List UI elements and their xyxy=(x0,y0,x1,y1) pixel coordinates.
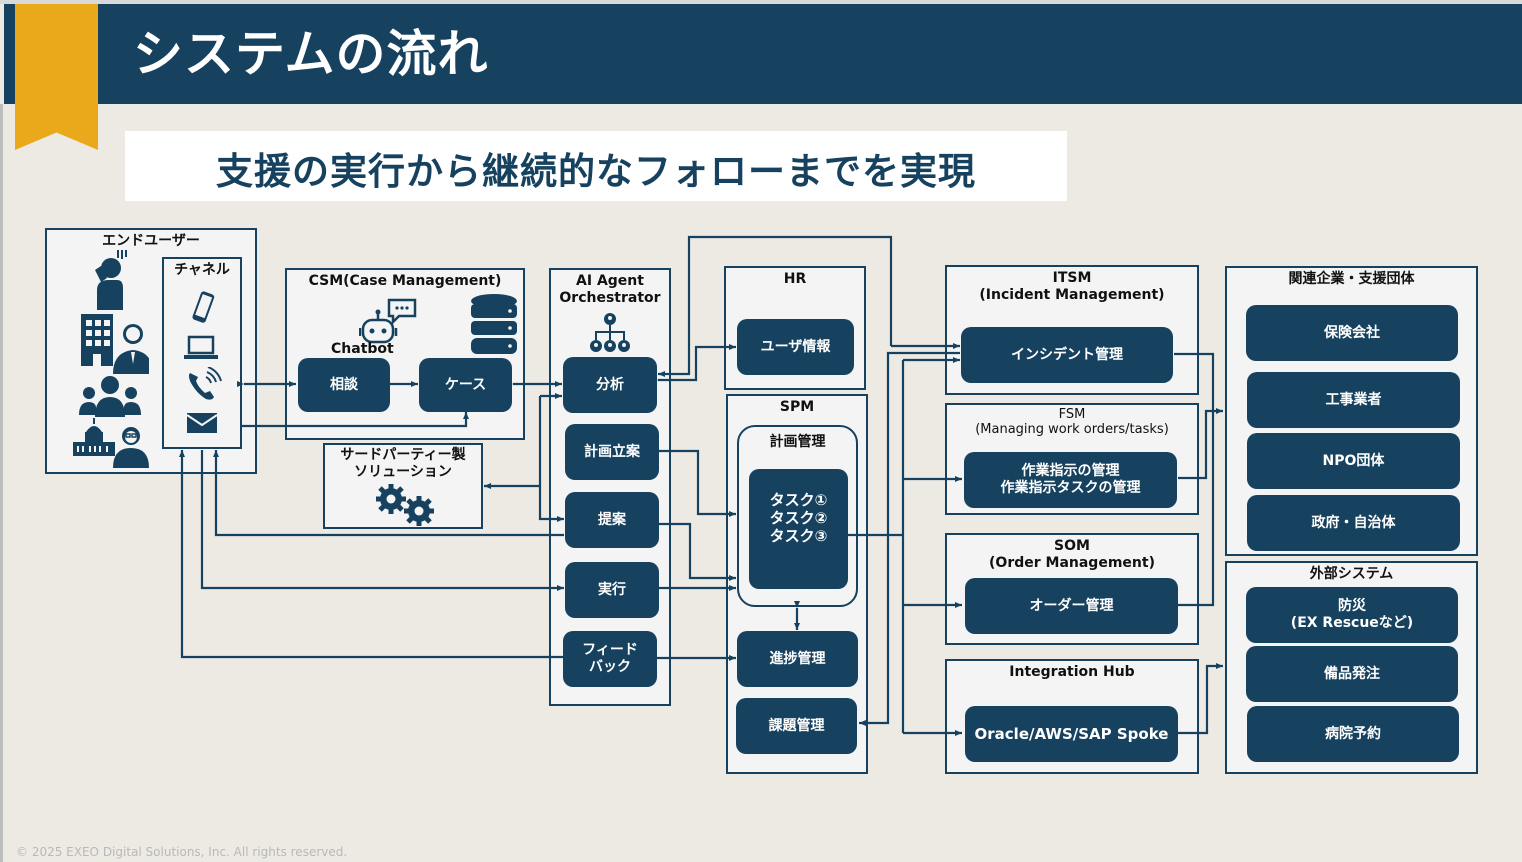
partners-title: 関連企業・支援団体 xyxy=(1288,271,1415,287)
hospital-booking-box[interactable]: 病院予約 xyxy=(1247,706,1459,762)
issue-box[interactable]: 課題管理 xyxy=(736,698,857,754)
bookmark-ribbon xyxy=(15,4,98,150)
external-systems-title: 外部システム xyxy=(1309,566,1394,582)
spm-title: SPM xyxy=(779,399,815,415)
third-party-title-1: サードパーティー製 xyxy=(340,447,466,463)
fsm-title-1: FSM xyxy=(1058,407,1086,422)
disaster-label-2: (EX Rescueなど) xyxy=(1290,615,1414,631)
npo-box[interactable]: NPO団体 xyxy=(1247,433,1460,489)
som-title-2: (Order Management) xyxy=(989,555,1155,571)
disaster-label-1: 防災 xyxy=(1338,598,1366,614)
consult-box[interactable]: 相談 xyxy=(298,358,390,412)
chatbot-label: Chatbot xyxy=(331,341,394,357)
copyright: © 2025 EXEO Digital Solutions, Inc. All … xyxy=(16,845,348,859)
channel-panel: チャネル xyxy=(162,257,242,449)
execution-box[interactable]: 実行 xyxy=(565,562,659,618)
spm-panel: SPM 計画管理 タスク① タスク② タスク③ 進捗管理 課題管理 xyxy=(726,394,868,774)
task-2: タスク② xyxy=(769,509,828,527)
end-user-title: エンドユーザー xyxy=(102,233,200,249)
task-3: タスク③ xyxy=(769,527,828,545)
third-party-title-2: ソリューション xyxy=(354,464,452,480)
feedback-label-1: フィード xyxy=(582,642,638,658)
database-icon xyxy=(471,294,517,354)
itsm-title-2: (Incident Management) xyxy=(979,287,1165,303)
csm-panel: CSM(Case Management) Chatbot 相談 ケース xyxy=(285,268,525,440)
subtitle-box: 支援の実行から継続的なフォローまでを実現 xyxy=(125,131,1067,201)
spoke-box[interactable]: Oracle/AWS/SAP Spoke xyxy=(965,706,1178,762)
case-box[interactable]: ケース xyxy=(419,358,512,412)
channel-title: チャネル xyxy=(174,262,230,278)
csm-title: CSM(Case Management) xyxy=(308,273,502,289)
fsm-panel: FSM (Managing work orders/tasks) 作業指示の管理… xyxy=(945,403,1199,515)
feedback-box[interactable]: フィード バック xyxy=(563,631,657,687)
order-box[interactable]: オーダー管理 xyxy=(965,578,1178,634)
page-title: システムの流れ xyxy=(133,25,489,83)
government-box[interactable]: 政府・自治体 xyxy=(1247,495,1460,551)
third-party-panel: サードパーティー製 ソリューション xyxy=(323,443,483,529)
phone-icon xyxy=(189,367,222,400)
itsm-title-1: ITSM xyxy=(1052,270,1092,286)
header-bar xyxy=(4,4,1522,104)
incident-box[interactable]: インシデント管理 xyxy=(961,327,1173,383)
org-chart-icon xyxy=(590,313,630,352)
work-order-label-1: 作業指示の管理 xyxy=(1021,463,1120,479)
ai-agent-title-2: Orchestrator xyxy=(559,290,661,306)
progress-box[interactable]: 進捗管理 xyxy=(737,631,858,687)
smartphone-icon xyxy=(192,291,215,323)
user-info-box[interactable]: ユーザ情報 xyxy=(737,319,854,375)
som-title-1: SOM xyxy=(1054,538,1090,554)
task-1: タスク① xyxy=(769,491,828,509)
external-systems-panel: 外部システム 防災 (EX Rescueなど) 備品発注 病院予約 xyxy=(1225,561,1478,774)
hr-panel: HR ユーザ情報 xyxy=(724,266,866,390)
left-edge xyxy=(0,104,3,862)
analysis-box[interactable]: 分析 xyxy=(563,357,657,413)
gears-icon xyxy=(376,484,434,526)
work-order-box[interactable]: 作業指示の管理 作業指示タスクの管理 xyxy=(964,452,1177,508)
work-order-label-2: 作業指示タスクの管理 xyxy=(1000,480,1141,496)
laptop-icon xyxy=(184,335,218,359)
integration-hub-title: Integration Hub xyxy=(1009,664,1135,680)
tasks-box[interactable]: タスク① タスク② タスク③ xyxy=(749,469,848,589)
plan-management-group: 計画管理 タスク① タスク② タスク③ xyxy=(737,425,858,607)
itsm-panel: ITSM (Incident Management) インシデント管理 xyxy=(945,265,1199,395)
som-panel: SOM (Order Management) オーダー管理 xyxy=(945,533,1199,645)
ai-agent-panel: AI Agent Orchestrator 分析 計画立案 提案 実行 フィード… xyxy=(549,268,671,706)
fsm-title-2: (Managing work orders/tasks) xyxy=(975,422,1169,437)
planning-box[interactable]: 計画立案 xyxy=(565,424,659,480)
page-subtitle: 支援の実行から継続的なフォローまでを実現 xyxy=(216,150,976,193)
disaster-box[interactable]: 防災 (EX Rescueなど) xyxy=(1246,587,1458,643)
supply-order-box[interactable]: 備品発注 xyxy=(1246,646,1458,702)
feedback-label-2: バック xyxy=(589,659,631,675)
group-icon xyxy=(79,376,141,417)
plan-management-title: 計画管理 xyxy=(769,434,826,450)
insurance-box[interactable]: 保険会社 xyxy=(1246,305,1458,361)
government-person-icon xyxy=(73,418,149,468)
caller-icon xyxy=(95,250,127,310)
company-person-icon xyxy=(81,314,149,374)
hr-title: HR xyxy=(783,271,807,287)
contractor-box[interactable]: 工事業者 xyxy=(1247,372,1460,428)
partners-panel: 関連企業・支援団体 保険会社 工事業者 NPO団体 政府・自治体 xyxy=(1225,266,1478,556)
ai-agent-title-1: AI Agent xyxy=(576,273,644,289)
top-border xyxy=(0,0,1522,4)
chatbot-icon xyxy=(359,298,417,344)
mail-icon xyxy=(187,413,217,433)
integration-hub-panel: Integration Hub Oracle/AWS/SAP Spoke xyxy=(945,659,1199,774)
proposal-box[interactable]: 提案 xyxy=(565,492,659,548)
